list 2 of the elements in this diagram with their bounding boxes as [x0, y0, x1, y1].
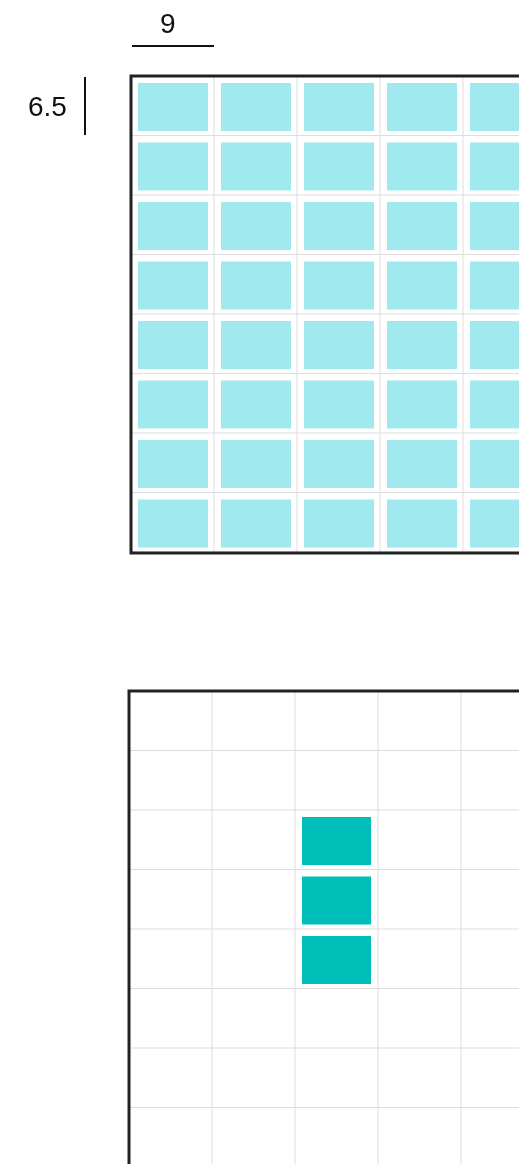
dimension-label: 6.5 — [28, 93, 67, 121]
dimension-label: 9 — [160, 10, 176, 38]
